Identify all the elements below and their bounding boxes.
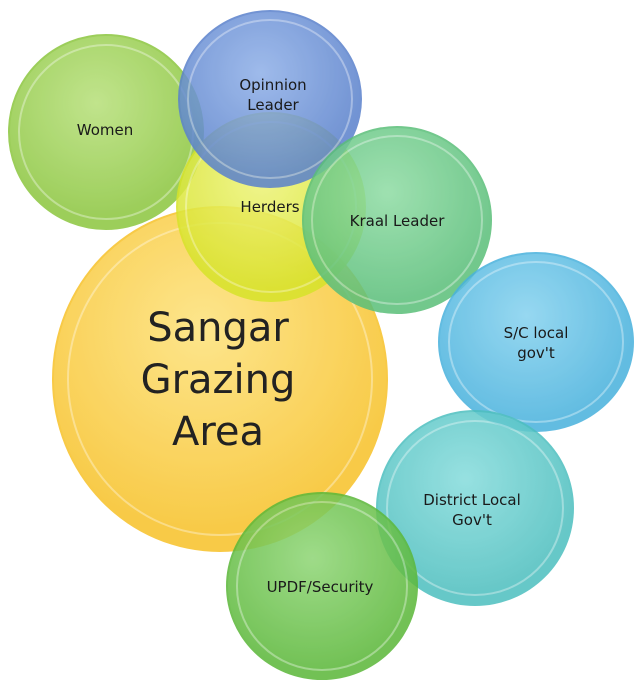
label-opinion-leader: Opinnion Leader [239,76,307,114]
bubble-kraal-leader [302,126,492,314]
bubble-sc-local-govt [438,252,634,432]
bubble-women [8,34,204,230]
label-herders: Herders [240,198,300,216]
label-district-local-govt: District Local Gov't [423,491,521,529]
bubble-updf-security [226,492,418,680]
label-updf-security: UPDF/Security [266,578,374,596]
label-sangar-grazing-area: Sangar Grazing Area [140,305,296,455]
label-kraal-leader: Kraal Leader [349,212,445,230]
label-women: Women [76,121,134,139]
label-sc-local-govt: S/C local gov't [503,324,569,362]
